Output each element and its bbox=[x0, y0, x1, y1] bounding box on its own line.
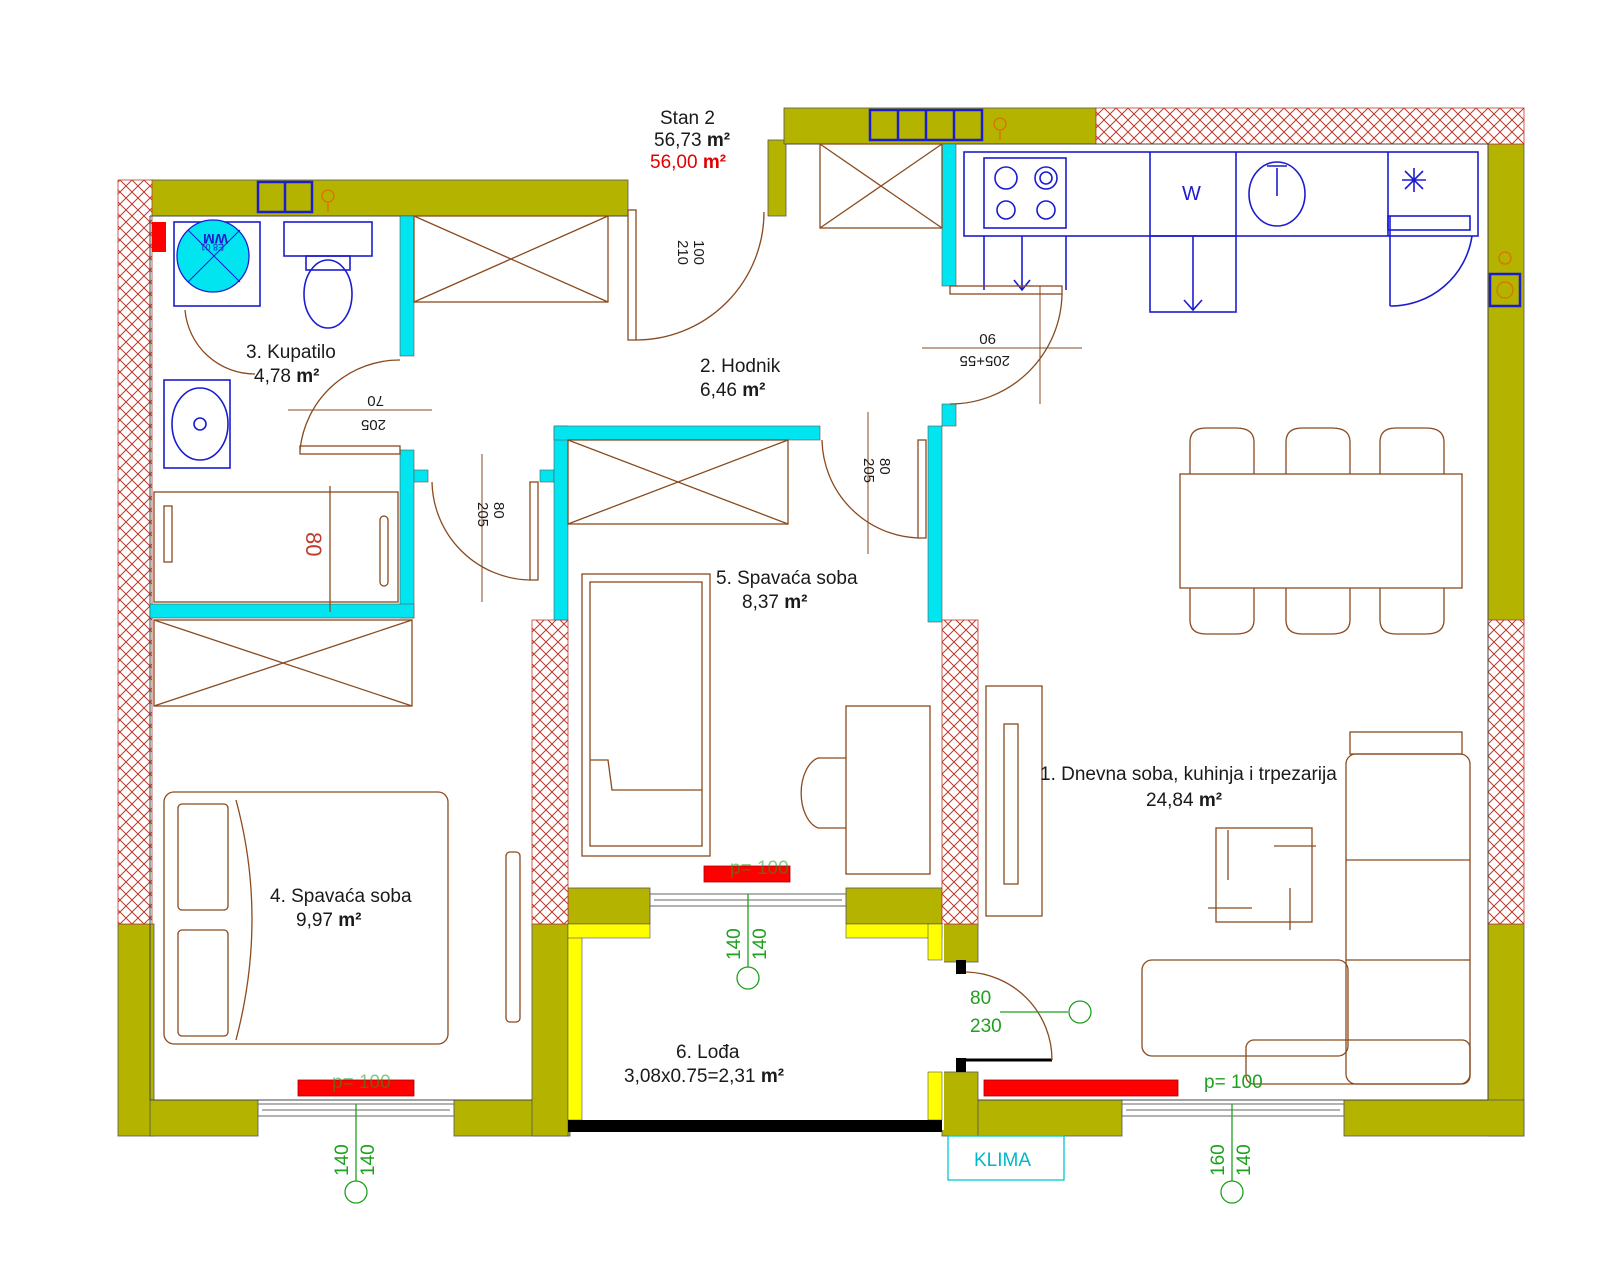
room-3-area: 4,78 m² bbox=[254, 366, 320, 387]
dishwasher-label: W bbox=[1182, 183, 1201, 205]
room-5-name: 5. Spavaća soba bbox=[716, 568, 858, 589]
bedroom4-furniture bbox=[163, 791, 521, 1045]
windows bbox=[257, 893, 1345, 1117]
room-4-area: 9,97 m² bbox=[296, 910, 362, 931]
washing-machine-label: WM bbox=[203, 231, 228, 247]
gas-meters bbox=[321, 117, 1514, 299]
kitchen-door-h: 205+55 bbox=[960, 352, 1010, 369]
kitchen bbox=[963, 151, 1479, 313]
klima-box bbox=[947, 1135, 1065, 1181]
plan-area-gross: 56,73 m² bbox=[654, 130, 730, 151]
room-1-area: 24,84 m² bbox=[1146, 790, 1222, 811]
entrance-door-h: 210 bbox=[674, 240, 691, 265]
room-2-area: 6,46 m² bbox=[700, 380, 766, 401]
bedroom4-window-h: 140 bbox=[358, 1144, 379, 1176]
bedroom4-radiator-label: p= 100 bbox=[332, 1072, 391, 1093]
wardrobes bbox=[153, 143, 943, 707]
bath-door-h: 205 bbox=[361, 416, 386, 433]
bedroom4-window-w: 140 bbox=[332, 1144, 353, 1176]
bedroom4-door-w: 80 bbox=[490, 502, 507, 519]
living-window-w: 160 bbox=[1208, 1144, 1229, 1176]
partition-walls bbox=[149, 143, 957, 623]
klima-label: KLIMA bbox=[974, 1150, 1031, 1171]
radiators bbox=[297, 865, 1179, 1097]
bedroom5-radiator-label: p= 100 bbox=[730, 858, 789, 879]
room-5-area: 8,37 m² bbox=[742, 592, 808, 613]
room-6-area: 3,08x0.75=2,31 m² bbox=[624, 1066, 784, 1087]
living-radiator-label: p= 100 bbox=[1204, 1072, 1263, 1093]
plan-area-net: 56,00 m² bbox=[650, 152, 726, 173]
bedroom4-door-h: 205 bbox=[474, 502, 491, 527]
service-boxes bbox=[256, 108, 1522, 308]
entrance-door-w: 100 bbox=[690, 240, 707, 265]
plan-title: Stan 2 bbox=[660, 108, 715, 129]
hatched-walls bbox=[117, 107, 1525, 925]
room-6-name: 6. Lođa bbox=[676, 1042, 740, 1063]
bedroom5-door-w: 80 bbox=[876, 458, 893, 475]
loggia-door-w: 80 bbox=[970, 988, 991, 1009]
bedroom5-furniture bbox=[581, 573, 931, 875]
room-3-name: 3. Kupatilo bbox=[246, 342, 336, 363]
dimension-lines bbox=[288, 286, 1082, 602]
tub-size: 80 bbox=[301, 532, 326, 556]
living-window-h: 140 bbox=[1234, 1144, 1255, 1176]
living-furniture bbox=[985, 685, 1471, 1085]
window-markers bbox=[344, 894, 1244, 1204]
bedroom5-window-w: 140 bbox=[724, 928, 745, 960]
outer-walls bbox=[117, 107, 1525, 1137]
washing-machine-sub: E8 01 bbox=[200, 242, 224, 252]
bedroom5-window-h: 140 bbox=[750, 928, 771, 960]
room-1-name: 1. Dnevna soba, kuhinja i trpezarija bbox=[1040, 764, 1337, 785]
doors bbox=[299, 209, 1063, 581]
room-4-name: 4. Spavaća soba bbox=[270, 886, 412, 907]
dining-set bbox=[1179, 427, 1463, 635]
bathroom-fixtures bbox=[152, 219, 399, 612]
bedroom5-door-h: 205 bbox=[860, 458, 877, 483]
bath-door-w: 70 bbox=[367, 392, 384, 409]
loggia-door-h: 230 bbox=[970, 1016, 1002, 1037]
loggia bbox=[567, 923, 1053, 1132]
kitchen-door-w: 90 bbox=[979, 330, 996, 347]
room-2-name: 2. Hodnik bbox=[700, 356, 781, 377]
